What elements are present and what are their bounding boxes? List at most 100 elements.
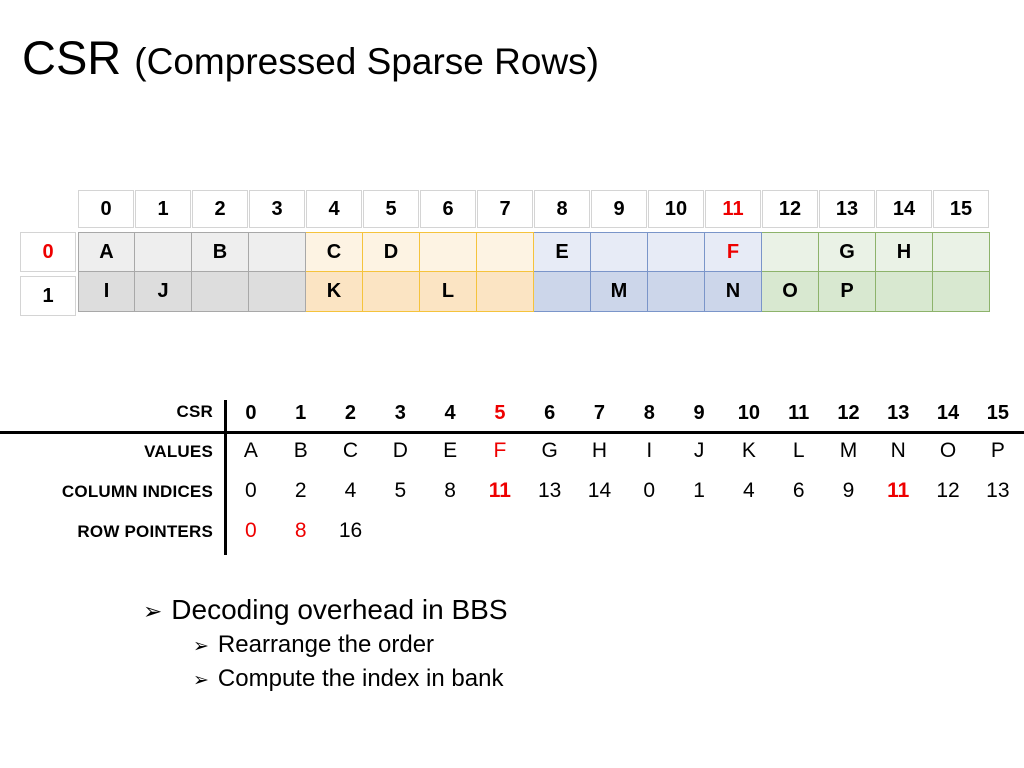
matrix-cell bbox=[648, 232, 705, 272]
csr-value-cell: E bbox=[443, 439, 458, 462]
csr-index-header-cell: 11 bbox=[788, 402, 810, 424]
csr-value-cell: N bbox=[890, 439, 906, 462]
csr-value-cell: 8 bbox=[294, 519, 307, 542]
csr-value-cell: J bbox=[693, 439, 705, 462]
page-title-main: CSR bbox=[22, 31, 135, 84]
matrix-cell: L bbox=[420, 272, 477, 312]
page-title: CSR (Compressed Sparse Rows) bbox=[22, 34, 599, 81]
csr-horizontal-rule bbox=[0, 431, 1024, 434]
matrix-column-header: 13 bbox=[819, 190, 875, 228]
matrix-cell: N bbox=[705, 272, 762, 312]
matrix-cell: G bbox=[819, 232, 876, 272]
matrix-cell bbox=[534, 272, 591, 312]
csr-index-header-cell: 8 bbox=[643, 402, 655, 424]
csr-value-cell: B bbox=[293, 439, 308, 462]
matrix-cell: F bbox=[705, 232, 762, 272]
csr-index-header-cell: 5 bbox=[494, 402, 506, 424]
csr-value-cell: 9 bbox=[842, 479, 855, 502]
matrix-cell: H bbox=[876, 232, 933, 272]
csr-value-cell: L bbox=[792, 439, 805, 462]
csr-value-cell: G bbox=[541, 439, 558, 462]
bullet-list: ➢ Decoding overhead in BBS ➢ Rearrange the … bbox=[0, 592, 1024, 697]
csr-index-header-cell: 9 bbox=[693, 402, 705, 424]
matrix-row-label: 1 bbox=[20, 276, 76, 316]
csr-value-cell: M bbox=[839, 439, 858, 462]
bullet-text: Decoding overhead in BBS bbox=[171, 594, 508, 625]
csr-value-cell: 4 bbox=[743, 479, 755, 502]
bullet-arrow-icon: ➢ bbox=[193, 635, 209, 658]
csr-value-cell: 11 bbox=[488, 479, 511, 502]
matrix-column-header: 5 bbox=[363, 190, 419, 228]
csr-value-cell: I bbox=[646, 439, 653, 462]
csr-value-cell: 8 bbox=[444, 479, 456, 502]
matrix-column-header: 11 bbox=[705, 190, 761, 228]
csr-value-cell: 4 bbox=[344, 479, 357, 502]
csr-index-header-cell: 1 bbox=[295, 402, 307, 424]
matrix-cell bbox=[249, 272, 306, 312]
csr-index-header-cell: 2 bbox=[344, 402, 357, 424]
csr-corner-label: CSR bbox=[176, 402, 213, 421]
matrix-row-label: 0 bbox=[20, 232, 76, 272]
csr-value-cell: D bbox=[392, 439, 408, 462]
csr-value-cell: 14 bbox=[587, 479, 612, 502]
matrix-cell: C bbox=[306, 232, 363, 272]
csr-value-cell: 11 bbox=[887, 479, 910, 502]
csr-index-header-cell: 10 bbox=[737, 402, 760, 424]
csr-value-cell: H bbox=[591, 439, 608, 462]
csr-value-cell: 13 bbox=[986, 479, 1010, 502]
matrix-cell bbox=[762, 232, 819, 272]
bullet-arrow-icon: ➢ bbox=[143, 599, 163, 625]
matrix-cell: A bbox=[78, 232, 135, 272]
csr-row-label: VALUES bbox=[144, 442, 213, 461]
csr-row-label: COLUMN INDICES bbox=[61, 482, 213, 501]
bullet-text: Rearrange the order bbox=[217, 631, 435, 659]
matrix-cell bbox=[477, 272, 534, 312]
csr-index-header-cell: 4 bbox=[444, 402, 456, 424]
matrix-cell bbox=[933, 232, 990, 272]
matrix-column-header: 12 bbox=[762, 190, 818, 228]
matrix-cell: P bbox=[819, 272, 876, 312]
matrix-cell bbox=[249, 232, 306, 272]
csr-index-header-cell: 6 bbox=[544, 402, 556, 424]
matrix-cell bbox=[876, 272, 933, 312]
csr-value-cell: 2 bbox=[294, 479, 307, 502]
csr-value-cell: F bbox=[493, 439, 507, 462]
bullet-item: ➢ Rearrange the order bbox=[193, 628, 1024, 662]
page-title-sub: (Compressed Sparse Rows) bbox=[134, 41, 600, 82]
bullet-item: ➢Compute the index in bank bbox=[193, 662, 1024, 696]
matrix-cell bbox=[591, 232, 648, 272]
csr-value-cell: 1 bbox=[693, 479, 705, 502]
csr-value-cell: 6 bbox=[792, 479, 805, 502]
csr-value-cell: O bbox=[939, 439, 957, 462]
matrix-column-header: 8 bbox=[534, 190, 590, 228]
csr-value-cell: 0 bbox=[245, 519, 257, 542]
matrix-column-header: 14 bbox=[876, 190, 932, 228]
matrix-cell bbox=[363, 272, 420, 312]
matrix-cell: E bbox=[534, 232, 591, 272]
matrix-cell bbox=[477, 232, 534, 272]
csr-value-cell: 12 bbox=[936, 479, 960, 502]
matrix-column-header: 7 bbox=[477, 190, 533, 228]
matrix-cell: J bbox=[135, 272, 192, 312]
csr-value-cell: K bbox=[741, 439, 756, 462]
bullet-arrow-icon: ➢ bbox=[193, 669, 209, 692]
bullet-item: ➢ Decoding overhead in BBS bbox=[143, 592, 1024, 628]
csr-index-header-cell: 7 bbox=[593, 402, 606, 424]
matrix-cell: O bbox=[762, 272, 819, 312]
matrix-column-header: 0 bbox=[78, 190, 134, 228]
matrix-cell bbox=[648, 272, 705, 312]
csr-row-label: ROW POINTERS bbox=[77, 522, 213, 541]
csr-vertical-rule bbox=[224, 400, 227, 555]
csr-value-cell: 5 bbox=[394, 479, 407, 502]
csr-index-header-cell: 0 bbox=[245, 402, 257, 424]
matrix-cell: K bbox=[306, 272, 363, 312]
matrix-cell: B bbox=[192, 232, 249, 272]
csr-value-cell: C bbox=[342, 439, 359, 462]
